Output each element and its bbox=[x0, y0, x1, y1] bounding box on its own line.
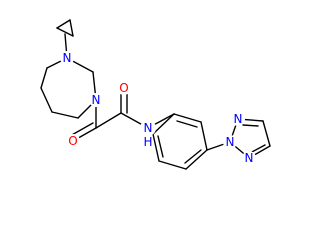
aromatic-bond bbox=[184, 149, 202, 164]
bond bbox=[200, 121, 208, 151]
bond bbox=[262, 120, 271, 147]
bond bbox=[69, 19, 74, 37]
double-bond bbox=[69, 122, 94, 137]
bond bbox=[56, 19, 71, 29]
nitrogen-atom-cyclopropyl: N bbox=[63, 51, 72, 65]
bond bbox=[185, 149, 208, 170]
bond bbox=[56, 27, 74, 37]
bond bbox=[158, 160, 187, 170]
nitrogen-atom-triazole: N bbox=[234, 112, 243, 126]
bond bbox=[40, 67, 48, 89]
aromatic-bond bbox=[176, 120, 198, 128]
nitrogen-atom-nh: N bbox=[144, 121, 153, 135]
bond bbox=[51, 111, 79, 119]
bond bbox=[152, 113, 175, 135]
bond bbox=[95, 112, 122, 129]
aromatic-bond bbox=[242, 124, 259, 127]
oxygen-atom-ketone: O bbox=[68, 134, 77, 148]
aromatic-bond bbox=[157, 135, 164, 158]
oxygen-atom-amide: O bbox=[119, 81, 128, 95]
bond bbox=[40, 87, 53, 113]
diazepane-ring bbox=[40, 57, 97, 119]
bond bbox=[173, 113, 202, 123]
nitrogen-atom-amide-ring: N bbox=[92, 93, 101, 107]
hydrogen-atom-nh: H bbox=[143, 135, 152, 149]
bond bbox=[152, 133, 160, 162]
atom-labels: N N O O N H N N N bbox=[60, 51, 256, 165]
molecule-structure: N N O O N H N N N bbox=[40, 19, 271, 170]
aromatic-bond bbox=[249, 144, 266, 154]
phenyl-ring bbox=[147, 113, 208, 170]
nitrogen-atom-triazole: N bbox=[226, 135, 235, 149]
nitrogen-atom-triazole: N bbox=[245, 151, 254, 165]
